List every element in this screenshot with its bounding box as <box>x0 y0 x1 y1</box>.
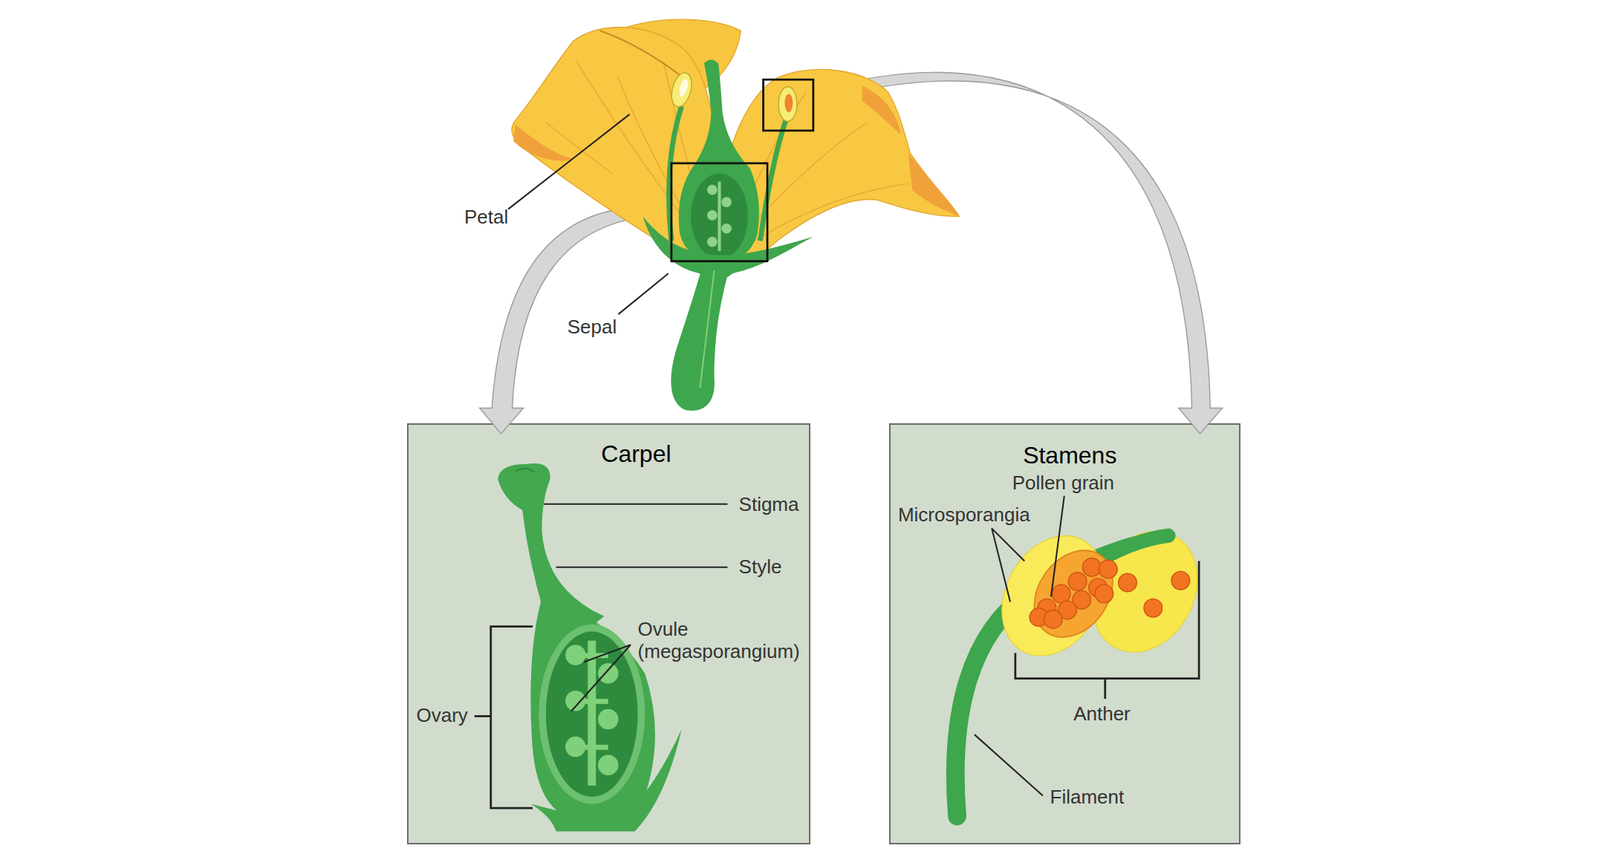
pollen-grain <box>1068 572 1087 592</box>
pollen-grain <box>1043 610 1063 630</box>
pollen-grain <box>1094 584 1114 604</box>
petal-edge <box>600 30 686 80</box>
ovary-bracket <box>474 626 533 809</box>
ovule <box>597 709 619 730</box>
petal-streak <box>663 60 710 245</box>
ovule <box>707 236 718 248</box>
anther-bracket <box>1015 561 1199 699</box>
carpel-base <box>530 729 682 832</box>
leader-line <box>583 644 631 662</box>
leader-line <box>618 273 668 315</box>
zoom-arrow <box>479 206 669 434</box>
leader-line <box>974 734 1043 796</box>
stem <box>670 267 728 411</box>
petal-shape <box>511 27 719 256</box>
leader-line <box>556 566 728 569</box>
petal-streak <box>739 183 909 250</box>
leader-line <box>508 114 630 210</box>
anther-pollen <box>784 93 793 113</box>
petal-shape <box>612 19 741 94</box>
petal-streak <box>545 122 613 174</box>
petal-streak <box>729 92 806 246</box>
ovule <box>721 196 732 208</box>
ovule <box>565 644 586 665</box>
part-label: Sepal <box>567 316 618 339</box>
leader-line <box>1051 496 1065 598</box>
panel-heading: Carpel <box>600 439 671 468</box>
detail-panel: Carpel <box>407 423 811 845</box>
ovule <box>707 210 718 221</box>
pollen-grain <box>1029 608 1049 627</box>
sepal <box>719 236 813 276</box>
ovule <box>721 223 732 234</box>
stamen-leaders <box>974 496 1199 797</box>
ovule <box>565 736 586 757</box>
stigma-notch <box>515 468 535 473</box>
pollen-grain <box>1099 560 1118 579</box>
ovules <box>565 644 619 776</box>
petal-streak <box>617 76 705 246</box>
ovule <box>597 663 619 684</box>
petal-tip <box>908 153 960 217</box>
ovule-stub <box>575 652 609 659</box>
leader-line <box>571 644 631 711</box>
receptacle <box>685 254 747 281</box>
pollen-grain <box>1051 584 1071 604</box>
detail-panel: Stamens <box>889 423 1242 845</box>
carpel-leaders <box>474 504 728 809</box>
petal-streaks <box>545 60 909 250</box>
petal-streak <box>576 60 705 245</box>
leader-line <box>991 528 1025 562</box>
anther-inner <box>678 77 691 98</box>
ovule <box>565 690 586 711</box>
sepal <box>642 216 714 276</box>
pollen-grains <box>1029 557 1190 629</box>
ovary-cavity <box>690 173 749 260</box>
anther <box>778 86 798 122</box>
ovule <box>707 184 718 196</box>
part-label: Petal <box>464 206 509 229</box>
leader-line <box>543 503 728 506</box>
pollen-grain <box>1072 590 1092 610</box>
pistil <box>678 59 760 263</box>
ovule-stub <box>575 745 609 751</box>
ovary-wall <box>538 624 645 805</box>
zoom-frame <box>763 79 814 131</box>
stem-highlight <box>699 270 714 388</box>
petal-tip <box>862 85 902 135</box>
zoom-frame <box>671 163 768 262</box>
ovule-stalk <box>717 181 721 252</box>
filament <box>759 120 786 241</box>
petal-shape <box>714 69 960 262</box>
pollen-sac <box>1018 535 1130 653</box>
pollen-grain <box>1088 578 1108 598</box>
pollen-grain <box>1058 600 1078 620</box>
ovule-stub <box>575 698 609 705</box>
pollen-grain <box>1118 573 1138 593</box>
panel-heading: Stamens <box>1022 441 1117 470</box>
ovary-cavity <box>545 631 639 798</box>
pollen-grain <box>1083 557 1102 577</box>
leader-line <box>991 528 1011 603</box>
pollen-grain <box>1171 571 1190 590</box>
microsporangium <box>1071 513 1218 671</box>
anther <box>668 70 696 110</box>
petal-tip <box>513 124 574 162</box>
filament <box>669 106 682 241</box>
pollen-grain <box>1037 598 1057 618</box>
carpel-ovary <box>530 602 656 820</box>
ovule <box>597 755 619 776</box>
petal-streak <box>734 122 868 246</box>
microsporangium <box>981 517 1125 674</box>
ovule-stalk <box>587 641 596 786</box>
pollen-grain <box>1143 598 1163 618</box>
carpel-style <box>497 463 604 656</box>
filament <box>955 538 1164 817</box>
zoom-arrow <box>814 72 1222 434</box>
filament-connective <box>1081 535 1169 572</box>
